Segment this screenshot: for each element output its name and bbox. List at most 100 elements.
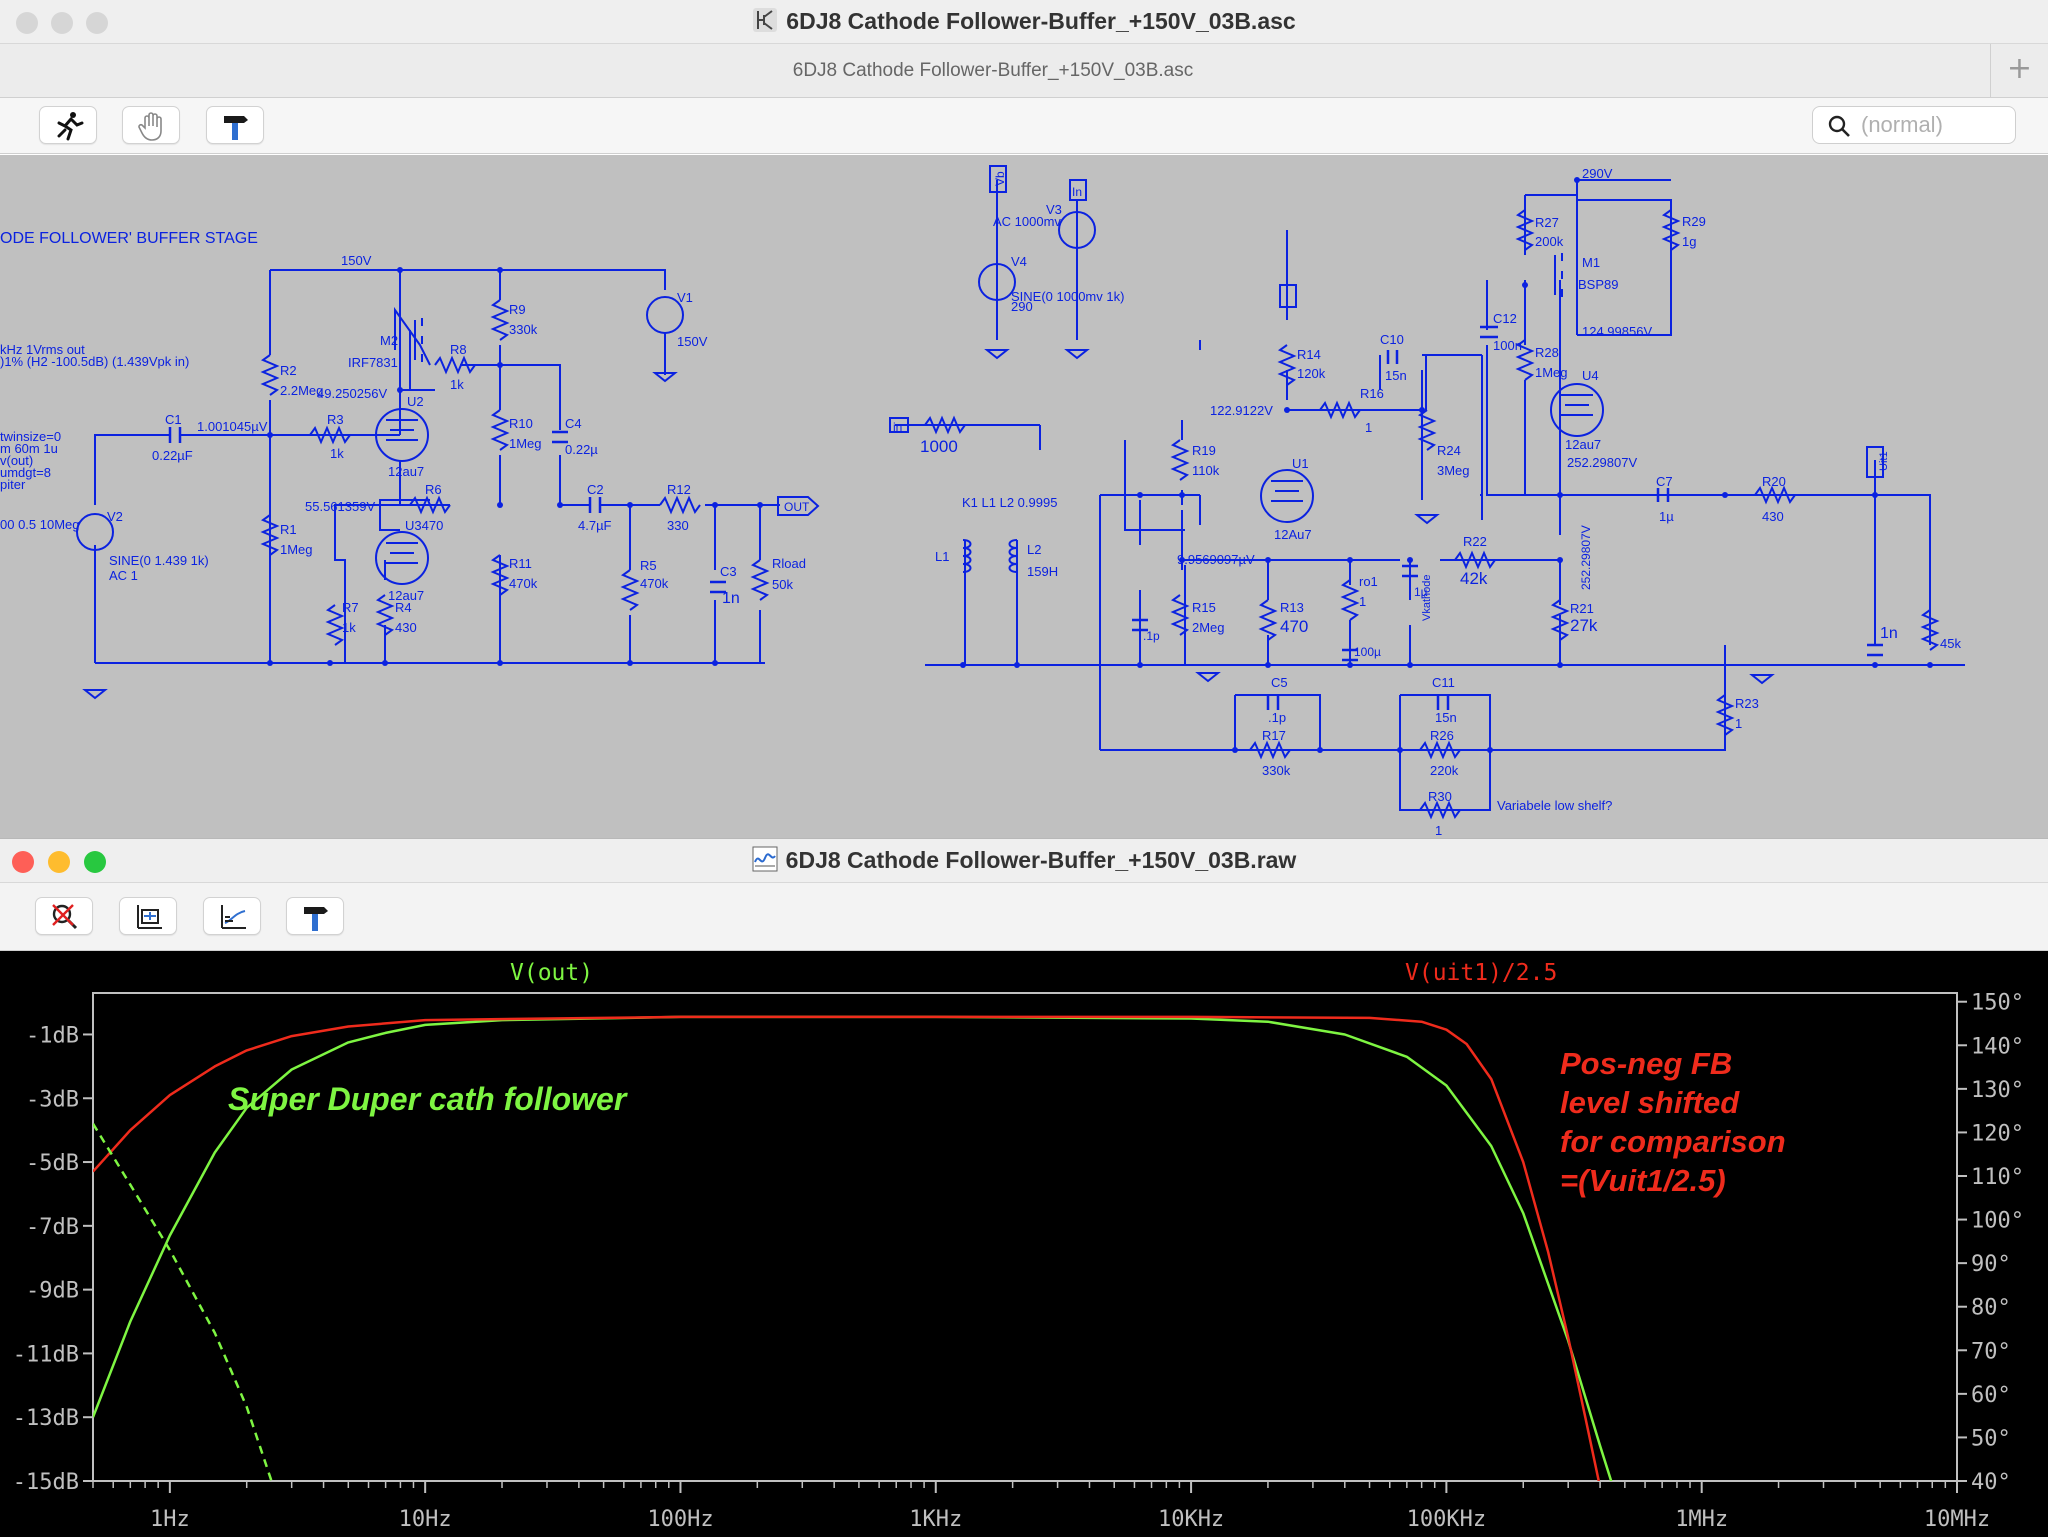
- schematic-canvas[interactable]: ODE FOLLOWER' BUFFER STAGE kHz 1Vrms out…: [0, 155, 2048, 838]
- note-1: kHz 1Vrms out: [0, 342, 85, 357]
- u1-label: U1: [1292, 456, 1309, 471]
- r17-value: 330k: [1262, 763, 1291, 778]
- settings-button[interactable]: [206, 106, 264, 144]
- c1-label: C1: [165, 412, 182, 427]
- y-tick-label: -13dB: [13, 1406, 79, 1431]
- pick-traces-icon: [221, 905, 246, 929]
- pan-button[interactable]: [122, 106, 180, 144]
- r24-label: R24: [1437, 443, 1461, 458]
- c7-value: 1µ: [1659, 509, 1674, 524]
- plot-frame: [92, 992, 1958, 1482]
- vb-port-1: Vb: [993, 171, 1007, 186]
- autorange-button[interactable]: [119, 897, 177, 935]
- r5-value: 470k: [640, 576, 669, 591]
- r19-label: R19: [1192, 443, 1216, 458]
- l2-label: L2: [1027, 542, 1041, 557]
- schematic-titlebar: 6DJ8 Cathode Follower-Buffer_+150V_03B.a…: [0, 0, 2048, 44]
- v2-label: V2: [107, 509, 123, 524]
- c12-label: C12: [1493, 311, 1517, 326]
- note-2: )1% (H2 -100.5dB) (1.439Vpk in): [0, 354, 189, 369]
- r24-value: 3Meg: [1437, 463, 1470, 478]
- r23-value: 1: [1735, 716, 1742, 731]
- y2-tick-label: 80°: [1971, 1296, 2011, 1321]
- r8-value: 1k: [450, 377, 464, 392]
- c8-value: 100µ: [1354, 645, 1381, 659]
- rload-label: Rload: [772, 556, 806, 571]
- r18-value: 45k: [1940, 636, 1961, 651]
- r2-value: 2.2Meg: [280, 383, 323, 398]
- x-tick-label: 10Hz: [399, 1507, 452, 1532]
- in-port-1: In: [1072, 185, 1082, 199]
- r11-label: R11: [509, 556, 532, 571]
- run-icon: [57, 112, 84, 141]
- r14-label: R14: [1297, 347, 1321, 362]
- r16-value: 1: [1365, 420, 1372, 435]
- transistor-icon: [753, 8, 778, 32]
- search-input[interactable]: [1861, 113, 2001, 137]
- legend-v-uit1[interactable]: V(uit1)/2.5: [1405, 960, 1557, 986]
- v4-label: V4: [1011, 254, 1027, 269]
- trace-v-uit1: [93, 1015, 1601, 1481]
- r2-label: R2: [280, 363, 297, 378]
- v4-sine: SINE(0 1000mv 1k): [1011, 289, 1124, 304]
- coupling-directive: K1 L1 L2 0.9995: [962, 495, 1057, 510]
- r14-value: 120k: [1297, 366, 1326, 381]
- new-tab-button[interactable]: +: [1990, 44, 2048, 98]
- c5-value: .1p: [1268, 710, 1286, 725]
- r27-value: 200k: [1535, 234, 1564, 249]
- legend-v-out[interactable]: V(out): [510, 960, 593, 986]
- c9-value: .1p: [1143, 629, 1160, 643]
- plot-settings-button[interactable]: [286, 897, 344, 935]
- r5-label: R5: [640, 558, 657, 573]
- schematic-window: 6DJ8 Cathode Follower-Buffer_+150V_03B.a…: [0, 0, 2048, 838]
- minimize-button[interactable]: [48, 851, 70, 873]
- tab-schematic[interactable]: 6DJ8 Cathode Follower-Buffer_+150V_03B.a…: [792, 60, 1194, 81]
- u3-type: 12au7: [388, 588, 424, 603]
- search-icon: [1828, 115, 1850, 137]
- m1-label: M1: [1582, 255, 1600, 270]
- annotation-red-3: for comparison: [1560, 1124, 1786, 1159]
- r28-label: R28: [1535, 345, 1559, 360]
- close-button[interactable]: [12, 851, 34, 873]
- hand-icon: [138, 112, 162, 141]
- r26-value: 220k: [1430, 763, 1459, 778]
- run-button[interactable]: [39, 106, 97, 144]
- spice-cmd-3: v(out): [0, 453, 33, 468]
- y-tick-label: -7dB: [26, 1215, 79, 1240]
- m2-type: IRF7831: [348, 355, 398, 370]
- v2-ac: AC 1: [109, 568, 138, 583]
- r7-label: R7: [342, 600, 359, 615]
- c2-value: 4.7µF: [578, 518, 612, 533]
- m2-label: M2: [380, 333, 398, 348]
- u1-type: 12Au7: [1274, 527, 1312, 542]
- minimize-button[interactable]: [51, 12, 73, 34]
- r29-value: 1g: [1682, 234, 1696, 249]
- y2-tick-label: 70°: [1971, 1339, 2011, 1364]
- r23-label: R23: [1735, 696, 1759, 711]
- c10-label: C10: [1380, 332, 1404, 347]
- zoom-button[interactable]: [84, 851, 106, 873]
- r8-label: R8: [450, 342, 467, 357]
- y2-tick-label: 140°: [1971, 1034, 2024, 1059]
- ro1-label: ro1: [1359, 574, 1378, 589]
- y-tick-label: -3dB: [26, 1087, 79, 1112]
- c11-value: 15n: [1435, 710, 1457, 725]
- in-port-2: in: [893, 420, 902, 434]
- v3-label: V3: [1046, 202, 1062, 217]
- zoom-cancel-button[interactable]: [35, 897, 93, 935]
- x-tick-label: 10KHz: [1158, 1507, 1224, 1532]
- pick-traces-button[interactable]: [203, 897, 261, 935]
- y2-tick-label: 130°: [1971, 1078, 2024, 1103]
- spice-cmd-5: piter: [0, 477, 26, 492]
- y2-tick-label: 100°: [1971, 1209, 2024, 1234]
- y-tick-label: -5dB: [26, 1151, 79, 1176]
- search-field[interactable]: [1812, 106, 2016, 144]
- u4-label: U4: [1582, 368, 1599, 383]
- close-button[interactable]: [16, 12, 38, 34]
- x-tick-label: 1KHz: [909, 1507, 962, 1532]
- r21-label: R21: [1570, 601, 1594, 616]
- r22-value: 42k: [1460, 569, 1488, 588]
- plot-toolbar: [0, 883, 2048, 951]
- zoom-button[interactable]: [86, 12, 108, 34]
